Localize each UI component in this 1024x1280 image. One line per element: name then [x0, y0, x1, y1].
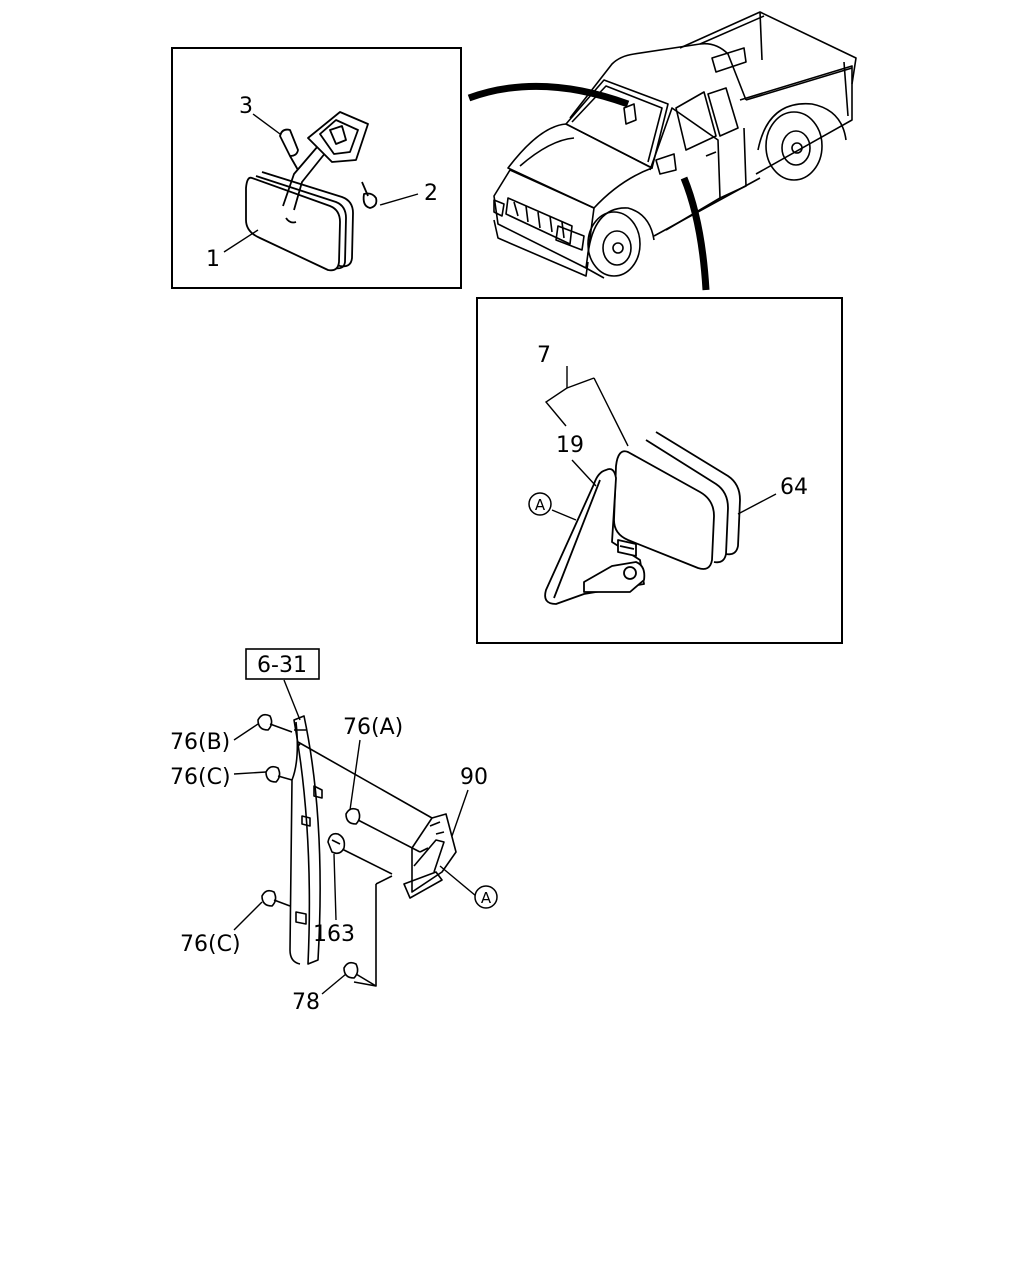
label-bracket-part-90: 90: [460, 765, 488, 790]
label-ref-6-31: 6-31: [257, 653, 307, 678]
ref-box-6-31: [245, 648, 320, 680]
label-door-mirror-part-64: 64: [780, 475, 808, 500]
rearview-mirror-panel: 3 2 1: [171, 47, 462, 289]
pointer-curve-door-mirror: [680, 176, 710, 291]
label-rearview-part-3: 3: [239, 94, 253, 119]
label-door-mirror-ref-a: A: [535, 496, 546, 514]
label-bracket-part-78: 78: [292, 990, 320, 1015]
callout-circle-a-bracket: [474, 885, 498, 909]
label-rearview-part-2: 2: [424, 181, 438, 206]
door-mirror-panel: 7 19 64 A: [476, 297, 843, 644]
rearview-mirror-drawing: [245, 111, 378, 272]
bracket-leaders: [233, 679, 477, 995]
door-mirror-drawing: [544, 431, 741, 605]
rearview-panel-frame: [171, 47, 462, 289]
label-door-mirror-part-19: 19: [556, 433, 584, 458]
pointer-curve-rearview: [467, 82, 630, 108]
bracket-drawing: [257, 713, 457, 987]
rearview-leaders: [223, 113, 419, 253]
label-bracket-part-76c-top: 76(C): [170, 765, 231, 790]
label-bracket-part-163: 163: [313, 922, 355, 947]
bracket-assembly: 6-31: [170, 648, 498, 1015]
label-bracket-part-76a: 76(A): [343, 715, 403, 740]
label-bracket-part-76b: 76(B): [170, 730, 230, 755]
label-bracket-part-76c-bottom: 76(C): [180, 932, 241, 957]
pickup-truck-illustration: [493, 11, 857, 279]
label-door-mirror-part-7: 7: [537, 343, 551, 368]
door-mirror-leaders: [544, 366, 777, 521]
label-rearview-part-1: 1: [206, 247, 220, 272]
door-mirror-panel-frame: [476, 297, 843, 644]
label-bracket-ref-a: A: [481, 889, 492, 907]
callout-circle-a-mirror: [528, 492, 552, 516]
